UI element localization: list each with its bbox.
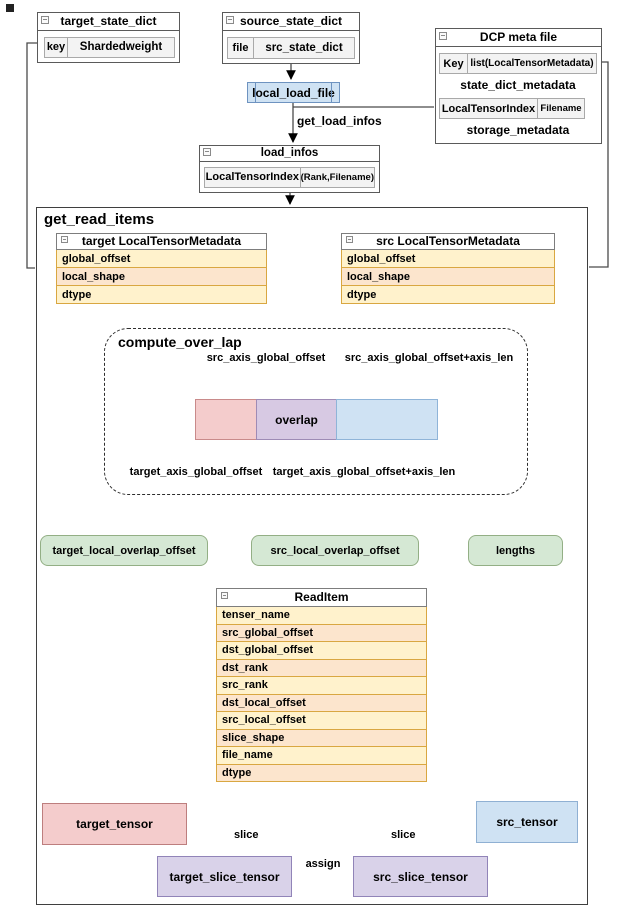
outer-collapse-icon bbox=[6, 4, 14, 12]
lengths-label: lengths bbox=[495, 544, 536, 557]
target-ltm-header: target LocalTensorMetadata bbox=[56, 233, 267, 250]
collapse-icon bbox=[226, 16, 234, 24]
collapse-icon bbox=[346, 236, 353, 243]
target-ltm-title: target LocalTensorMetadata bbox=[81, 234, 242, 248]
dcp-key-cell: Key bbox=[439, 53, 468, 74]
collapse-icon bbox=[221, 592, 228, 599]
node-src-slice-tensor: src_slice_tensor bbox=[353, 856, 488, 897]
node-lengths: lengths bbox=[468, 535, 563, 566]
node-src-tensor: src_tensor bbox=[476, 801, 578, 843]
src-slice-tensor-label: src_slice_tensor bbox=[373, 869, 468, 884]
target-state-dict-key-cell: key bbox=[44, 36, 68, 58]
edge-label-slice-right: slice bbox=[391, 829, 416, 841]
src-ltm-header: src LocalTensorMetadata bbox=[341, 233, 555, 250]
label-target-axis-global-offset: target_axis_global_offset bbox=[129, 466, 263, 478]
dcp-storage-metadata-label: storage_metadata bbox=[466, 123, 570, 137]
table-row: dtype bbox=[216, 763, 427, 782]
target-slice-tensor-label: target_slice_tensor bbox=[169, 869, 280, 884]
node-compute-over-lap: compute_over_lap bbox=[104, 328, 528, 495]
overlap-label: overlap bbox=[275, 412, 318, 427]
table-row: src_global_offset bbox=[216, 623, 427, 642]
label-src-axis-global-offset-len: src_axis_global_offset+axis_len bbox=[344, 352, 514, 364]
source-state-dict-header: source_state_dict bbox=[223, 13, 359, 31]
readitem-title: ReadItem bbox=[294, 590, 349, 604]
src-tensor-label: src_tensor bbox=[496, 815, 558, 829]
overlap-bar-src-segment bbox=[336, 399, 438, 440]
node-src-local-overlap-offset: src_local_overlap_offset bbox=[251, 535, 419, 566]
node-target-ltm-table: target LocalTensorMetadata global_offset… bbox=[56, 233, 267, 304]
source-state-dict-value-cell: src_state_dict bbox=[253, 36, 355, 59]
readitem-rows: tenser_name src_global_offset dst_global… bbox=[216, 606, 427, 782]
compute-over-lap-title: compute_over_lap bbox=[118, 334, 242, 350]
node-local-load-file: local_load_file bbox=[247, 82, 340, 103]
table-row: dst_rank bbox=[216, 658, 427, 677]
collapse-icon bbox=[61, 236, 68, 243]
table-row: tenser_name bbox=[216, 606, 427, 625]
node-target-tensor: target_tensor bbox=[42, 803, 187, 845]
dcp-meta-file-header: DCP meta file bbox=[436, 29, 601, 47]
collapse-icon bbox=[41, 16, 49, 24]
source-state-dict-key-cell: file bbox=[227, 36, 254, 59]
target-ltm-rows: global_offset local_shape dtype bbox=[56, 249, 267, 304]
node-dcp-meta-file: DCP meta file Key list(LocalTensorMetada… bbox=[435, 28, 602, 144]
get-read-items-label: get_read_items bbox=[44, 211, 155, 228]
dcp-filename-cell: Filename bbox=[537, 98, 585, 119]
src-ltm-rows: global_offset local_shape dtype bbox=[341, 249, 555, 304]
edge-label-slice-left: slice bbox=[234, 829, 259, 841]
target-tensor-label: target_tensor bbox=[76, 817, 153, 831]
label-target-axis-global-offset-len: target_axis_global_offset+axis_len bbox=[272, 466, 456, 478]
source-state-dict-title: source_state_dict bbox=[239, 14, 343, 28]
target-state-dict-title: target_state_dict bbox=[60, 14, 157, 28]
src-ltm-title: src LocalTensorMetadata bbox=[376, 234, 520, 248]
table-row: global_offset bbox=[56, 249, 267, 268]
dcp-state-dict-metadata-label: state_dict_metadata bbox=[460, 78, 576, 92]
table-row: dtype bbox=[56, 285, 267, 304]
load-infos-value-cell: (Rank,Filename) bbox=[299, 166, 375, 188]
table-row: file_name bbox=[216, 746, 427, 765]
table-row: dst_global_offset bbox=[216, 641, 427, 660]
node-load-infos: load_infos LocalTensorIndex (Rank,Filena… bbox=[199, 145, 380, 193]
dcp-row-state-dict: Key list(LocalTensorMetadata) bbox=[439, 53, 597, 74]
dcp-meta-file-title: DCP meta file bbox=[479, 30, 558, 44]
table-row: slice_shape bbox=[216, 728, 427, 747]
collapse-icon bbox=[439, 32, 447, 40]
node-target-slice-tensor: target_slice_tensor bbox=[157, 856, 292, 897]
label-src-axis-global-offset: src_axis_global_offset bbox=[206, 352, 326, 364]
target-local-overlap-offset-label: target_local_overlap_offset bbox=[52, 544, 196, 557]
dcp-key-type-cell: list(LocalTensorMetadata) bbox=[467, 53, 597, 74]
overlap-bar-overlap-segment: overlap bbox=[256, 399, 337, 440]
table-row: global_offset bbox=[341, 249, 555, 268]
node-target-state-dict: target_state_dict key Shardedweight bbox=[37, 12, 180, 63]
node-source-state-dict: source_state_dict file src_state_dict bbox=[222, 12, 360, 64]
table-row: dtype bbox=[341, 285, 555, 304]
overlap-bar-target-segment bbox=[195, 399, 257, 440]
node-src-ltm-table: src LocalTensorMetadata global_offset lo… bbox=[341, 233, 555, 304]
dcp-row-storage: LocalTensorIndex Filename bbox=[439, 98, 585, 119]
load-infos-title: load_infos bbox=[260, 147, 319, 159]
src-local-overlap-offset-label: src_local_overlap_offset bbox=[270, 544, 400, 557]
target-state-dict-value-cell: Shardedweight bbox=[67, 36, 175, 58]
table-row: local_shape bbox=[341, 267, 555, 286]
edge-label-assign: assign bbox=[305, 858, 341, 870]
table-row: dst_local_offset bbox=[216, 693, 427, 712]
node-target-local-overlap-offset: target_local_overlap_offset bbox=[40, 535, 208, 566]
table-row: src_local_offset bbox=[216, 711, 427, 730]
table-row: src_rank bbox=[216, 676, 427, 695]
readitem-header: ReadItem bbox=[216, 588, 427, 607]
load-infos-header: load_infos bbox=[200, 146, 379, 162]
node-readitem-table: ReadItem tenser_name src_global_offset d… bbox=[216, 588, 427, 782]
edge-label-get-load-infos: get_load_infos bbox=[297, 114, 382, 128]
local-load-file-label: local_load_file bbox=[252, 85, 335, 100]
target-state-dict-header: target_state_dict bbox=[38, 13, 179, 31]
dcp-localtensorindex-cell: LocalTensorIndex bbox=[439, 98, 538, 119]
table-row: local_shape bbox=[56, 267, 267, 286]
collapse-icon bbox=[203, 148, 211, 156]
load-infos-key-cell: LocalTensorIndex bbox=[204, 166, 301, 188]
